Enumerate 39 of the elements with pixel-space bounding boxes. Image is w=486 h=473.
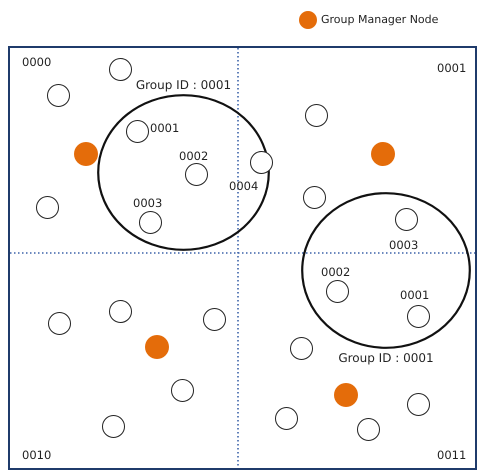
sensor-node xyxy=(406,392,430,416)
sensor-node xyxy=(102,414,124,438)
sensor-node xyxy=(108,300,132,322)
sensor-node xyxy=(356,418,380,440)
node-id-label: 0002 xyxy=(179,149,208,163)
sensor-node xyxy=(36,196,58,218)
sensor-node xyxy=(250,150,272,174)
quadrant-id-label: 0000 xyxy=(22,55,52,69)
sensor-node xyxy=(46,84,70,106)
node-id-label: 0004 xyxy=(229,179,258,193)
legend-label: Group Manager Node xyxy=(321,13,438,27)
group-manager-node xyxy=(145,335,169,359)
sensor-node xyxy=(138,210,162,234)
group-manager-node xyxy=(334,383,358,407)
sensor-node xyxy=(406,304,430,328)
quadrant-id-label: 0010 xyxy=(22,448,52,462)
sensor-node xyxy=(48,312,70,334)
node-id-label: 0001 xyxy=(400,288,430,302)
sensor-node xyxy=(290,336,312,360)
sensor-node xyxy=(304,104,328,126)
sensor-node xyxy=(274,406,298,430)
node-id-label: 0001 xyxy=(150,121,180,135)
group-heading: Group ID : 0001 xyxy=(337,351,435,365)
group-heading: Group ID : 0001 xyxy=(134,78,232,92)
quadrant-id-label: 0001 xyxy=(437,61,466,75)
sensor-node xyxy=(302,186,326,208)
node-id-label: 0003 xyxy=(389,238,418,252)
sensor-node xyxy=(108,58,132,80)
quadrant-id-label: 0011 xyxy=(437,448,466,462)
sensor-node xyxy=(126,120,148,142)
sensor-node xyxy=(394,208,418,230)
node-id-label: 0002 xyxy=(321,265,350,279)
group-manager-node xyxy=(371,142,395,166)
sensor-node xyxy=(184,162,208,186)
group-manager-node xyxy=(74,142,98,166)
sensor-node xyxy=(326,280,348,302)
sensor-node xyxy=(202,308,226,330)
node-id-label: 0003 xyxy=(133,196,162,210)
sensor-node xyxy=(170,378,194,402)
